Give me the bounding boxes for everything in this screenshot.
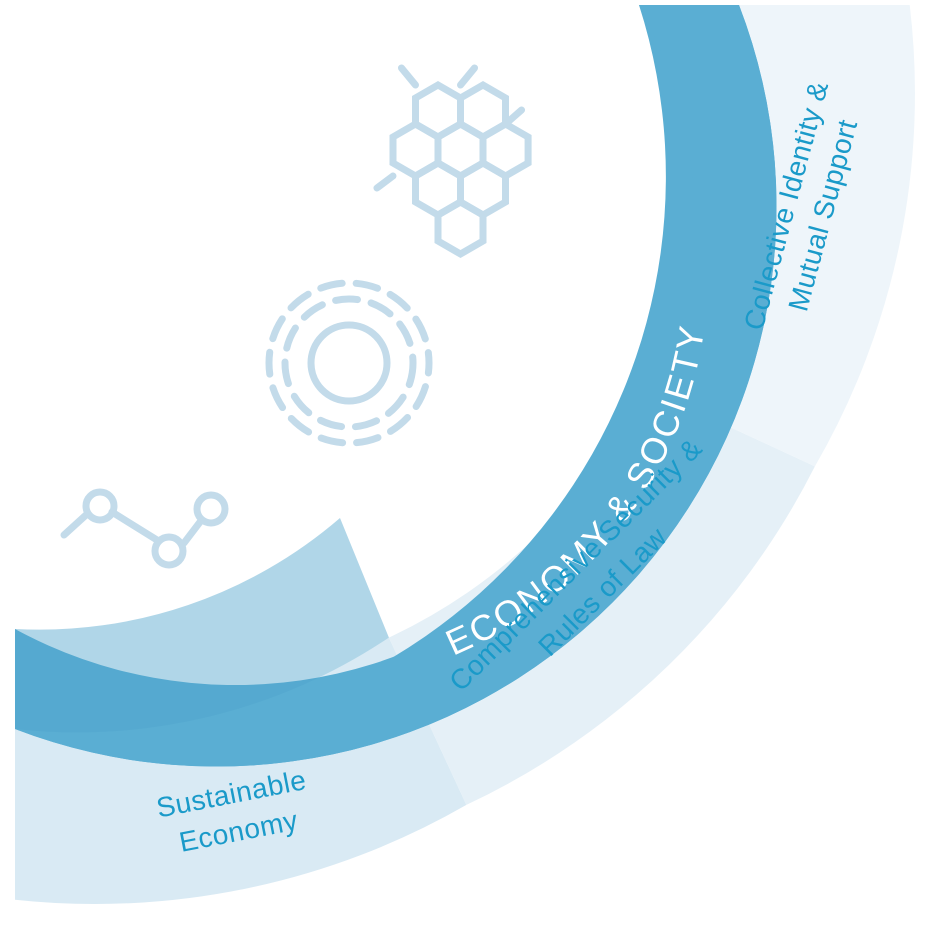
hexagon-stub — [397, 64, 419, 89]
hexagon-stub — [373, 172, 397, 192]
outer-segments — [15, 5, 915, 905]
hexagon-grid-icon — [373, 64, 532, 259]
hexagon-cell — [434, 197, 487, 259]
hexagon-stub — [502, 106, 526, 128]
economy-society-ring-band — [15, 5, 777, 767]
hexagon-stub — [457, 64, 479, 89]
connected-nodes-icon — [60, 488, 229, 569]
economy-society-ring-shade — [15, 518, 389, 733]
concentric-circle-icon — [265, 279, 433, 447]
